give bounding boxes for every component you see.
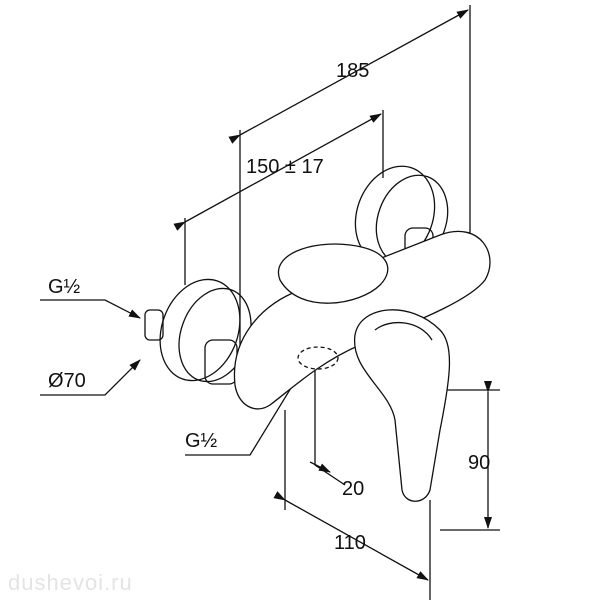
inlet-thread-label: G½ <box>48 276 81 298</box>
leader-inlet <box>40 299 141 319</box>
outlet-thread-label: G½ <box>185 430 218 452</box>
dim-185-label: 185 <box>336 60 370 82</box>
top-cap <box>277 243 389 304</box>
dim-150-label: 150 ± 17 <box>246 156 324 178</box>
lever-handle <box>354 309 451 502</box>
dim-line-150 <box>173 113 382 231</box>
dim-90-label: 90 <box>468 452 491 474</box>
dim-line-110 <box>273 491 429 581</box>
leader-rosette <box>40 359 141 396</box>
leader-outlet <box>185 364 306 456</box>
dim-20-label: 20 <box>342 478 365 500</box>
watermark: dushevoi.ru <box>8 570 133 595</box>
dim-110-label: 110 <box>334 532 366 554</box>
inlet-nut <box>144 309 164 341</box>
rosette-diameter-label: Ø70 <box>48 370 86 392</box>
outlet-hole <box>297 346 339 370</box>
